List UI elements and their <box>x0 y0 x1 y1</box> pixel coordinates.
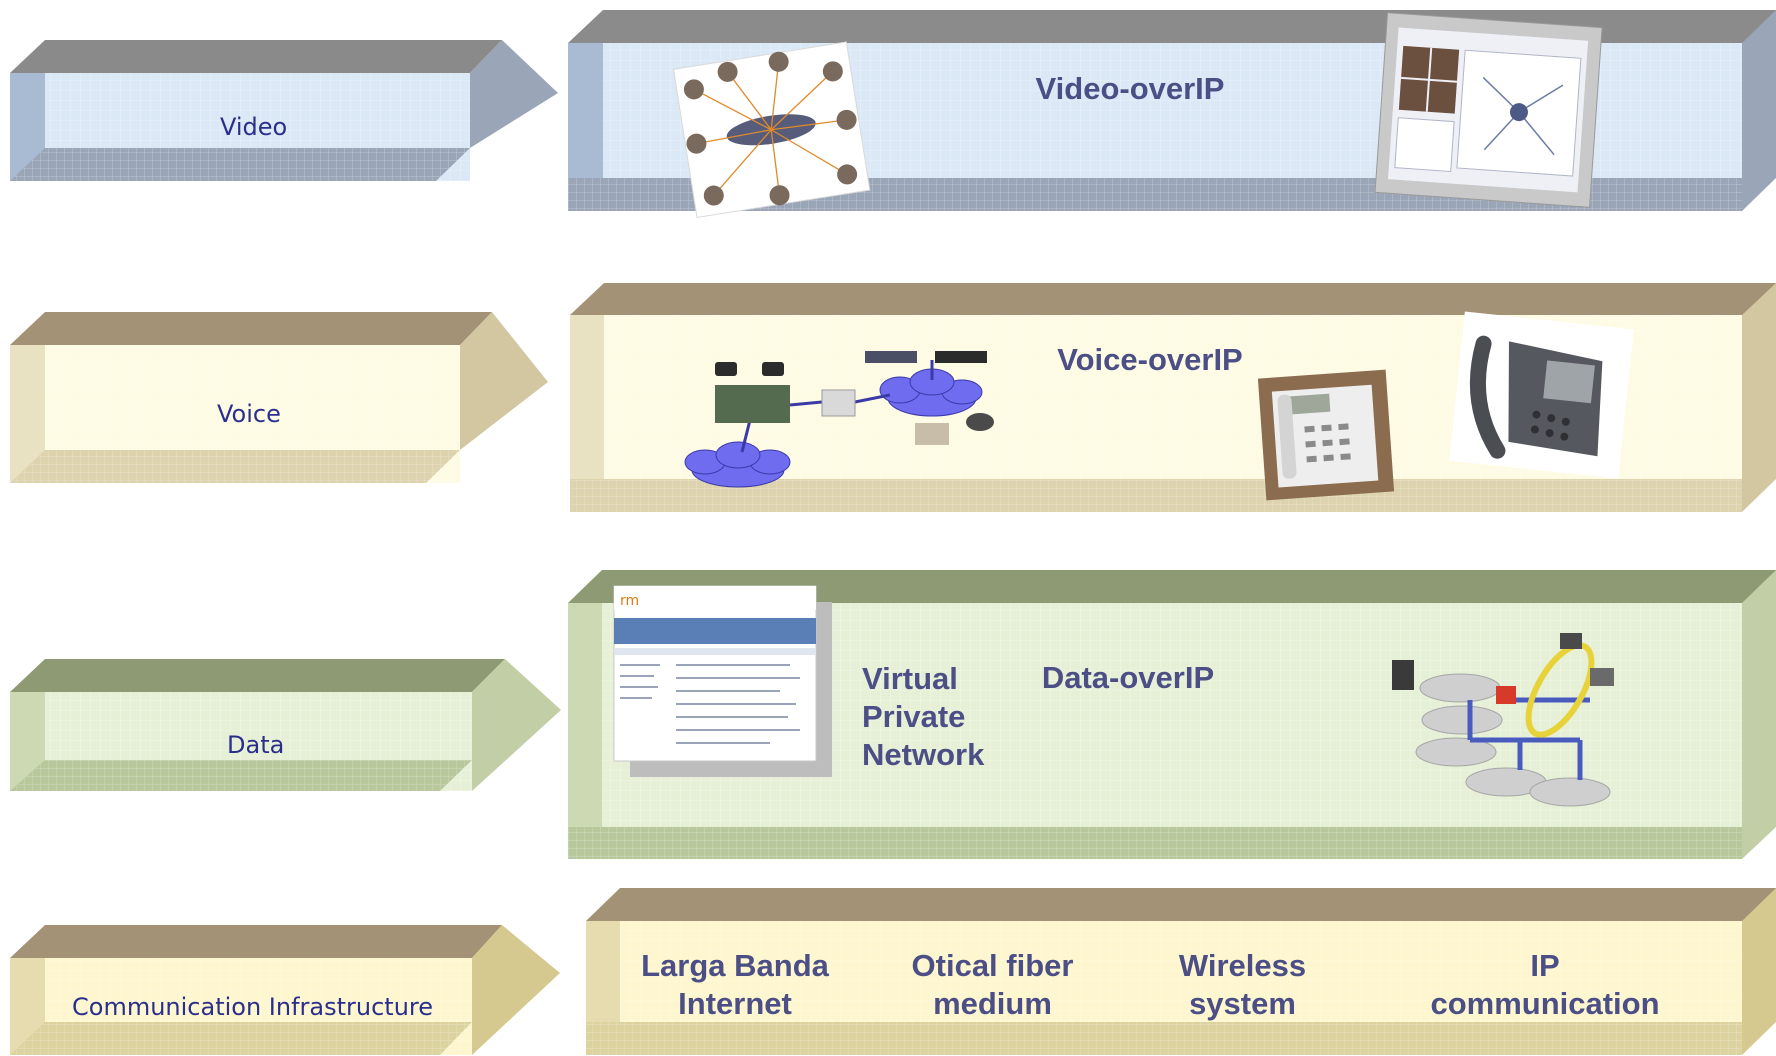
infrastructure-block <box>586 888 1776 1055</box>
video-over-ip-title: Video-overIP <box>1035 71 1225 106</box>
infra-item-ip: IP communication <box>1430 948 1660 1021</box>
infrastructure-arrow <box>10 925 560 1055</box>
videoconference-hub-photo <box>672 41 871 219</box>
infra-item-fiber: Otical fiber medium <box>911 948 1074 1021</box>
vpn-label: Virtual Private Network <box>862 661 985 772</box>
codian-screenshot <box>1374 12 1603 208</box>
infra-item-wireless: Wireless system <box>1178 948 1307 1021</box>
ip-phone-photo <box>1449 311 1634 479</box>
desk-phone-photo <box>1257 369 1395 501</box>
data-network-diagram <box>1392 633 1614 807</box>
voice-arrow <box>10 312 548 483</box>
voice-label: Voice <box>217 400 281 428</box>
voip-network-diagram <box>684 351 994 488</box>
voice-over-ip-title: Voice-overIP <box>1057 342 1243 377</box>
data-over-ip-title: Data-overIP <box>1041 660 1215 695</box>
data-arrow <box>10 659 561 791</box>
data-label: Data <box>227 731 285 759</box>
infra-item-broadband: Larga Banda Internet <box>641 948 829 1021</box>
video-label: Video <box>220 113 288 141</box>
infrastructure-label: Communication Infrastructure <box>72 993 434 1021</box>
website-screenshot: rm <box>613 585 832 777</box>
video-arrow <box>10 40 558 181</box>
svg-text:rm: rm <box>620 593 639 609</box>
